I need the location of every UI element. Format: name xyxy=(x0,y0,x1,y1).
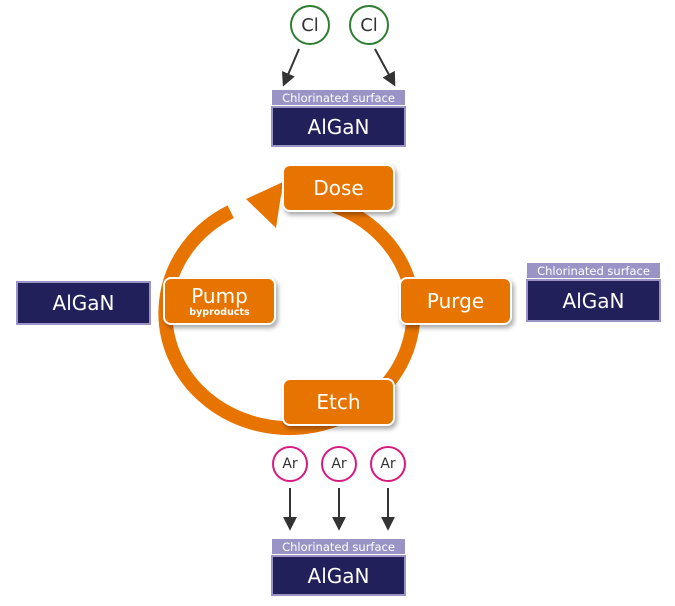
step-etch: Etch xyxy=(282,378,395,426)
left-stack: AlGaN xyxy=(16,281,151,325)
top-algan-layer: AlGaN xyxy=(271,106,406,147)
bottom-stack: Chlorinated surface AlGaN xyxy=(271,538,406,596)
cl-arrow-right xyxy=(374,48,396,87)
ar-atom-2-label: Ar xyxy=(331,456,347,472)
step-pump-sublabel: byproducts xyxy=(189,306,250,318)
cycle-arrowhead xyxy=(246,182,283,228)
left-algan-layer: AlGaN xyxy=(16,281,151,325)
step-dose-label: Dose xyxy=(313,176,364,200)
bottom-algan-layer: AlGaN xyxy=(271,555,406,596)
step-pump: Pump byproducts xyxy=(163,277,276,325)
bottom-surface-layer: Chlorinated surface xyxy=(271,538,406,555)
cl-atom-2-label: Cl xyxy=(360,14,378,36)
top-surface-layer: Chlorinated surface xyxy=(271,89,406,106)
ar-atom-3-label: Ar xyxy=(380,456,396,472)
right-algan-layer: AlGaN xyxy=(526,279,661,322)
ar-atom-1-label: Ar xyxy=(282,456,298,472)
cl-arrow-left xyxy=(281,48,300,87)
right-stack: Chlorinated surface AlGaN xyxy=(526,262,661,322)
cl-atom-2: Cl xyxy=(349,5,389,45)
step-purge-label: Purge xyxy=(426,289,485,313)
cl-atom-1-label: Cl xyxy=(301,14,319,36)
right-surface-layer: Chlorinated surface xyxy=(526,262,661,279)
step-purge: Purge xyxy=(399,277,512,325)
ar-atom-1: Ar xyxy=(272,446,308,482)
step-dose: Dose xyxy=(282,164,395,212)
cl-atom-1: Cl xyxy=(290,5,330,45)
step-etch-label: Etch xyxy=(316,390,361,414)
step-pump-label: Pump xyxy=(191,283,248,308)
top-stack: Chlorinated surface AlGaN xyxy=(271,89,406,147)
ar-atom-3: Ar xyxy=(370,446,406,482)
ar-atom-2: Ar xyxy=(321,446,357,482)
